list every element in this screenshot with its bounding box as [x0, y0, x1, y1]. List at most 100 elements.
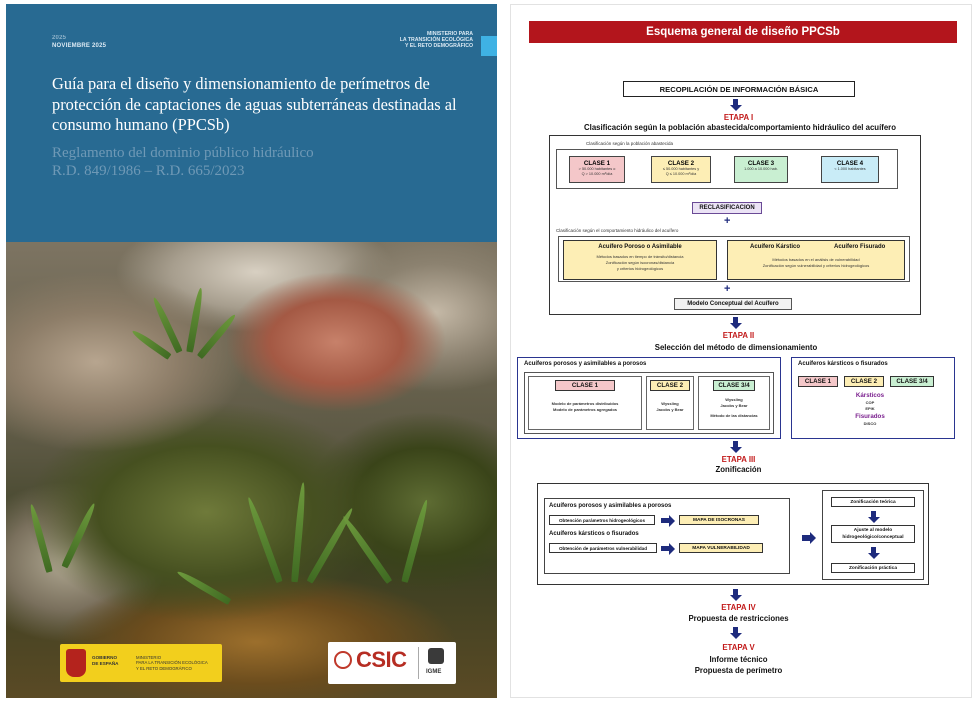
k-clase34-name: CLASE 3/4: [896, 378, 928, 385]
z-practica-label: Zonificación práctica: [849, 566, 897, 571]
cover-date: 2025 NOVIEMBRE 2025: [52, 34, 106, 50]
cover-tab-marker: [481, 36, 497, 56]
z-ajuste-label: hidrogeológico/conceptual: [842, 535, 904, 540]
clase-name: CLASE 2: [667, 160, 695, 167]
plant-leaf: [245, 496, 283, 584]
z-teorica-label: Zonificación teórica: [850, 500, 896, 505]
ministry-line: MINISTERIO PARA: [426, 31, 473, 37]
clase-desc: ≤ 50.000 habitantes y: [662, 167, 700, 171]
karst-method-box: Acuíferos kársticos o fisurados CLASE 1 …: [791, 357, 955, 439]
flow-arrow: [868, 517, 880, 523]
z-porosos-heading: Acuíferos porosos y asimilables a poroso…: [549, 503, 672, 509]
gobierno-ministry-line: PARA LA TRANSICIÓN ECOLÓGICA: [136, 660, 208, 666]
karst-fis-box: Acuífero Kárstico Acuífero Fisurado Méto…: [727, 240, 905, 280]
karst-desc: Métodos basados en el análisis de vulner…: [772, 257, 860, 262]
k-clase34-tag: CLASE 3/4: [890, 376, 934, 387]
etapa-5-desc: Propuesta de perímetro: [694, 666, 783, 675]
reclasificacion-label: RECLASIFICACION: [699, 205, 755, 211]
etapa-2-desc: Selección del método de dimensionamiento: [654, 343, 818, 352]
flow-arrow: [871, 547, 876, 553]
poblacion-label: Clasificación según la población abastec…: [586, 141, 674, 146]
flow-arrow: [730, 447, 742, 453]
plus-icon: +: [724, 215, 731, 227]
gobierno-logo: GOBIERNO DE ESPAÑA MINISTERIO PARA LA TR…: [60, 644, 222, 682]
karst-method-title: Kársticos: [855, 392, 885, 399]
p-clase2-name: CLASE 2: [656, 382, 684, 389]
p-clase2-method: Wyssling: [661, 401, 679, 406]
z-ajuste-label: Ajuste al modelo: [853, 528, 893, 533]
p-clase1-method: Modelo de parámetros agregados: [552, 407, 617, 412]
zonificacion-box: Acuíferos porosos y asimilables a poroso…: [537, 483, 929, 585]
plant-leaf: [306, 506, 356, 584]
flow-arrow-right: [661, 518, 669, 523]
clase-desc: > 50.000 habitantes o: [578, 167, 616, 171]
z-karst-heading: Acuíferos kársticos o fisurados: [549, 531, 639, 537]
cover-header: 2025 NOVIEMBRE 2025 MINISTERIO PARA LA T…: [6, 4, 497, 242]
p-clase2-tag: CLASE 2: [650, 380, 690, 391]
etapa-1-box: Clasificación según la población abastec…: [549, 135, 921, 315]
modelo-conceptual-box: Modelo Conceptual del Acuífero: [674, 298, 792, 310]
z-map1-label: MAPA DE ISOCRONAS: [693, 518, 745, 523]
flow-arrow-right: [661, 546, 669, 551]
p-clase1-name: CLASE 1: [571, 382, 599, 389]
poroso-title: Acuífero Poroso o Asimilable: [598, 244, 682, 250]
p-clase2-box: CLASE 2 Wyssling Jacobs y Bear: [646, 376, 694, 430]
fis-method: DISCO: [863, 421, 877, 426]
poroso-desc: y criterios hidrogeológicos: [616, 266, 664, 271]
fisurado-title: Acuífero Fisurado: [834, 244, 886, 250]
gobierno-ministry-line: MINISTERIO: [136, 655, 162, 660]
clase-2-card: CLASE 2 ≤ 50.000 habitantes y Q ≤ 10.000…: [651, 156, 711, 183]
clase-desc: < 1.000 habitantes: [834, 167, 866, 171]
p-clase34-method: Método de las distancias: [710, 413, 758, 418]
gobierno-ministry-line: Y EL RETO DEMOGRÁFICO: [136, 665, 192, 671]
flow-arrow: [868, 553, 880, 559]
p-clase1-method: Modelo de parámetros distribuidos: [551, 401, 619, 406]
scheme-title: Esquema general de diseño PPCSb: [529, 21, 957, 43]
etapa-5-desc: Informe técnico: [709, 655, 768, 664]
poroso-desc: Métodos basados en tiempo de tránsito/di…: [596, 254, 684, 259]
csic-emblem-icon: [334, 651, 352, 669]
p-clase2-method: Jacobs y Bear: [656, 407, 684, 412]
clase-3-card: CLASE 3 1.000 a 10.000 hab.: [734, 156, 788, 183]
logo-divider: [418, 647, 419, 679]
etapa-1-label: ETAPA I: [723, 113, 754, 122]
gobierno-line: GOBIERNO: [92, 655, 118, 660]
flow-arrow-right: [669, 543, 675, 555]
clase-desc: Q ≤ 10.000 m³/día: [665, 172, 697, 176]
clase-name: CLASE 4: [836, 160, 864, 167]
p-clase34-method: Wyssling: [725, 397, 743, 402]
etapa-3-label: ETAPA III: [721, 455, 756, 464]
recopilacion-label: RECOPILACIÓN DE INFORMACIÓN BÁSICA: [659, 85, 819, 94]
z-teorica-box: Zonificación teórica: [831, 497, 915, 507]
plus-icon: +: [724, 283, 731, 295]
flow-arrow: [733, 441, 738, 447]
etapa-3-desc: Zonificación: [715, 465, 762, 474]
cover-subtitle: Reglamento del dominio público hidráulic…: [52, 144, 382, 180]
etapa-5-label: ETAPA V: [722, 643, 755, 652]
cover-date-text: NOVIEMBRE 2025: [52, 43, 107, 49]
plant-leaf: [186, 287, 205, 353]
flow-arrow-right: [802, 535, 810, 541]
p-clase1-box: CLASE 1 Modelo de parámetros distribuido…: [528, 376, 642, 430]
p-clase1-tag: CLASE 1: [555, 380, 615, 391]
karstico-title: Acuífero Kárstico: [750, 244, 801, 250]
ministry-line: Y EL RETO DEMOGRÁFICO: [404, 43, 473, 50]
flow-arrow: [730, 595, 742, 601]
z-obt2-box: Obtención de parámetros vulnerabilidad: [549, 543, 657, 553]
z-right-box: Zonificación teórica Ajuste al modelo hi…: [822, 490, 924, 580]
z-left-box: Acuíferos porosos y asimilables a poroso…: [544, 498, 790, 574]
z-practica-box: Zonificación práctica: [831, 563, 915, 573]
plant-leaf: [28, 503, 53, 573]
plant-leaf: [401, 498, 430, 583]
karst-method: EPIK: [865, 406, 875, 411]
z-obt1-label: Obtención parámetros hidrogeológicos: [558, 518, 646, 523]
guide-cover: 2025 NOVIEMBRE 2025 MINISTERIO PARA LA T…: [6, 4, 497, 698]
plant-leaf: [196, 312, 238, 360]
k-clase1-tag: CLASE 1: [798, 376, 838, 387]
clase-name: CLASE 3: [747, 160, 775, 167]
plant-leaf: [130, 328, 172, 360]
flow-arrow: [733, 317, 738, 323]
plant-leaf: [340, 514, 393, 585]
karst-method: COP: [865, 400, 875, 405]
